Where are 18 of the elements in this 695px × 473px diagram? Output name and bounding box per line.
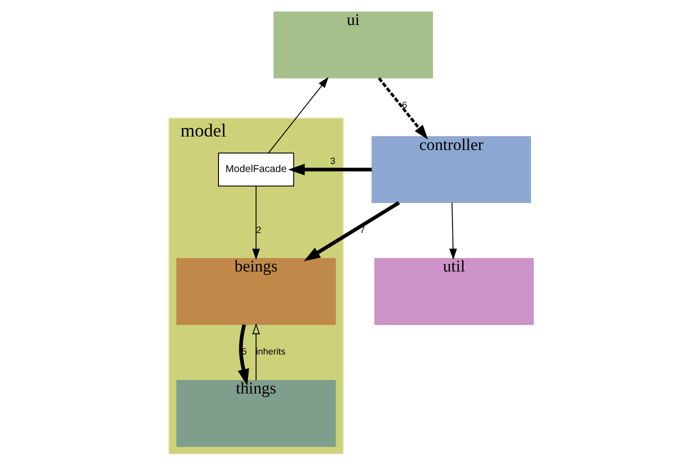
edge-label: inherits xyxy=(256,346,286,357)
node-box: ModelFacade xyxy=(218,152,294,187)
edge-label: 6 xyxy=(402,100,408,110)
arrow xyxy=(252,323,260,381)
node-box: ui xyxy=(273,11,433,78)
node-box: beings xyxy=(176,258,336,325)
arrow xyxy=(449,202,457,260)
edge-label: 3 xyxy=(330,156,336,166)
node-box: util xyxy=(374,258,534,325)
arrow xyxy=(304,201,400,262)
edge-label: 2 xyxy=(256,224,262,235)
node-box: things xyxy=(176,380,336,447)
arrow xyxy=(238,324,250,386)
arrow xyxy=(252,186,260,260)
arrow xyxy=(378,77,428,140)
node-box: controller xyxy=(372,136,532,204)
arrow xyxy=(288,164,372,176)
arrow xyxy=(268,77,329,154)
